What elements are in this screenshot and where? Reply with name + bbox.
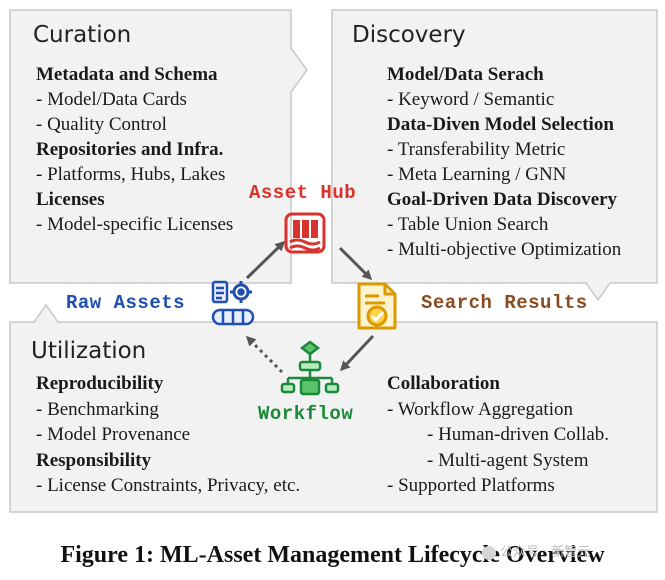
watermark: 公众号 · 新智元 (482, 541, 590, 560)
list-item: - Quality Control (36, 114, 167, 135)
arrow-hub-to-search (338, 246, 373, 281)
search-results-label: Search Results (421, 292, 588, 314)
list-item: - License Constraints, Privacy, etc. (36, 475, 301, 496)
workflow-label: Workflow (258, 403, 354, 425)
utilization-title: Utilization (31, 338, 147, 364)
list-item: - Model/Data Cards (36, 89, 187, 110)
section-heading: Goal-Driven Data Discovery (387, 189, 618, 210)
list-item: - Workflow Aggregation (387, 398, 573, 420)
section-heading: Repositories and Infra. (36, 139, 224, 160)
library-icon (284, 212, 326, 254)
section-heading: Model/Data Serach (387, 64, 544, 85)
workflow-flowchart-icon (280, 340, 340, 396)
section-heading: Reproducibility (36, 373, 164, 394)
list-item: - Model-specific Licenses (36, 214, 234, 235)
arrow-workflow-to-raw (245, 335, 284, 374)
asset-hub-label: Asset Hub (249, 182, 357, 204)
arrow-raw-to-hub (245, 240, 286, 280)
curation-title: Curation (33, 22, 132, 48)
list-item: - Platforms, Hubs, Lakes (36, 164, 226, 185)
list-item: - Benchmarking (36, 398, 159, 420)
watermark-text: 公众号 · 新智元 (500, 545, 591, 560)
section-heading: Metadata and Schema (36, 64, 218, 85)
list-item: - Human-driven Collab. (427, 424, 610, 445)
raw-assets-label: Raw Assets (66, 292, 186, 314)
list-item: - Meta Learning / GNN (387, 164, 567, 185)
list-item: - Keyword / Semantic (387, 89, 555, 110)
arrow-search-to-workflow (339, 334, 375, 372)
list-item: - Table Union Search (387, 214, 549, 235)
discovery-title: Discovery (352, 22, 466, 48)
section-heading: Data-Diven Model Selection (387, 114, 614, 135)
list-item: - Multi-agent System (427, 449, 589, 471)
list-item: - Supported Platforms (387, 475, 555, 496)
document-checkmark-icon (357, 282, 397, 330)
list-item: - Multi-objective Optimization (387, 239, 622, 260)
figure-caption: Figure 1: ML-Asset Management Lifecycle … (60, 542, 605, 568)
documents-gear-pipeline-icon (211, 280, 255, 326)
section-heading: Licenses (36, 189, 105, 210)
section-heading: Responsibility (36, 449, 152, 471)
curation-panel (9, 9, 308, 284)
section-heading: Collaboration (387, 373, 500, 394)
list-item: - Transferability Metric (387, 139, 566, 160)
list-item: - Model Provenance (36, 424, 191, 445)
wechat-icon (482, 545, 496, 560)
